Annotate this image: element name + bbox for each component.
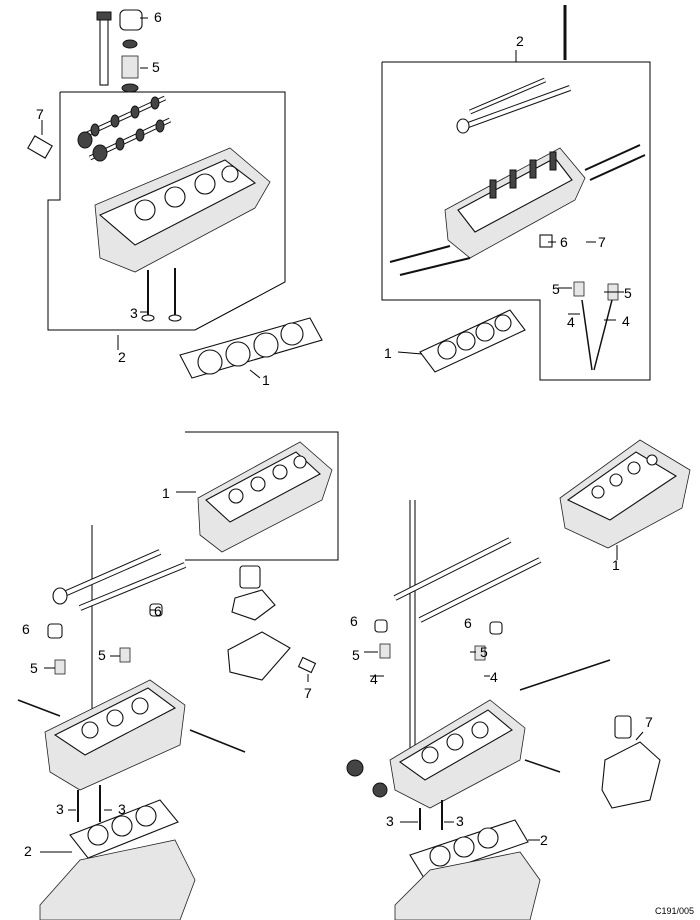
callout-label: 3 xyxy=(56,801,64,817)
callout-label: 2 xyxy=(118,349,126,365)
callout-label: 5 xyxy=(152,59,160,75)
camshaft xyxy=(83,95,167,138)
group-outline-top-left xyxy=(47,91,286,331)
callout-label: 3 xyxy=(386,813,394,829)
callout-label: 4 xyxy=(370,671,378,687)
callout-label: 3 xyxy=(118,801,126,817)
callout-label: 3 xyxy=(130,305,138,321)
panel-bottom-left xyxy=(17,431,339,920)
head-bolt xyxy=(99,14,109,86)
head-gasket xyxy=(409,819,529,879)
diagram-code: C191/005 xyxy=(655,906,694,916)
water-outlet xyxy=(227,565,291,681)
tappet xyxy=(489,621,503,635)
oil-seal xyxy=(77,131,93,149)
callout-label: 2 xyxy=(24,843,32,859)
callout-label: 5 xyxy=(480,644,488,660)
callout-label: 7 xyxy=(36,106,44,122)
spring-seat xyxy=(121,83,139,93)
panel-bottom-right xyxy=(346,439,691,920)
valve-spring xyxy=(121,55,139,79)
valve-spring xyxy=(54,659,66,675)
callout-label: 5 xyxy=(30,660,38,676)
callout-label: 2 xyxy=(540,832,548,848)
callout-label: 4 xyxy=(567,314,575,330)
callout-label: 4 xyxy=(622,313,630,329)
oil-seal xyxy=(92,144,108,162)
valve-spring xyxy=(379,643,391,659)
water-outlet xyxy=(601,715,661,809)
callout-label: 6 xyxy=(350,613,358,629)
callout-label: 5 xyxy=(98,647,106,663)
tappet xyxy=(119,9,143,31)
callout-label: 6 xyxy=(154,603,162,619)
callout-label: 1 xyxy=(612,557,620,573)
camshaft xyxy=(418,557,542,623)
valve-spring xyxy=(119,647,131,663)
head-gasket xyxy=(419,309,526,373)
callout-label: 6 xyxy=(22,621,30,637)
callout-label: 3 xyxy=(456,813,464,829)
callout-label: 7 xyxy=(645,714,653,730)
head-gasket xyxy=(69,799,179,859)
panel-top-left xyxy=(27,9,323,379)
camshaft xyxy=(78,562,187,611)
sensor xyxy=(297,656,317,674)
sensor xyxy=(539,234,553,248)
camshaft xyxy=(393,537,512,601)
callout-label: 7 xyxy=(304,685,312,701)
camshaft xyxy=(52,549,162,605)
valve xyxy=(593,299,613,371)
spring-retainer xyxy=(122,39,138,49)
callout-label: 2 xyxy=(516,33,524,49)
callout-label: 7 xyxy=(598,234,606,250)
engine-block xyxy=(394,851,541,920)
callout-label: 5 xyxy=(352,647,360,663)
tappet xyxy=(374,619,388,633)
oil-seal xyxy=(372,782,388,798)
callout-label: 4 xyxy=(490,669,498,685)
callout-label: 1 xyxy=(162,485,170,501)
head-gasket xyxy=(179,317,323,379)
sensor xyxy=(27,135,53,159)
oil-seal xyxy=(346,759,364,777)
valve-spring xyxy=(474,645,486,661)
panel-top-right xyxy=(381,5,651,381)
group-outline-bottom-left xyxy=(185,431,339,561)
group-outline-top-right xyxy=(381,61,651,381)
callout-label: 5 xyxy=(552,281,560,297)
engine-block xyxy=(39,839,196,920)
callout-label: 5 xyxy=(624,285,632,301)
callout-label: 1 xyxy=(262,372,270,388)
callout-label: 6 xyxy=(560,234,568,250)
camshaft xyxy=(469,77,546,115)
valve-spring xyxy=(573,281,585,297)
camshaft xyxy=(456,85,572,134)
callout-label: 1 xyxy=(384,345,392,361)
callout-label: 6 xyxy=(154,9,162,25)
callout-label: 6 xyxy=(464,615,472,631)
tappet xyxy=(47,623,63,639)
valve xyxy=(581,299,593,371)
